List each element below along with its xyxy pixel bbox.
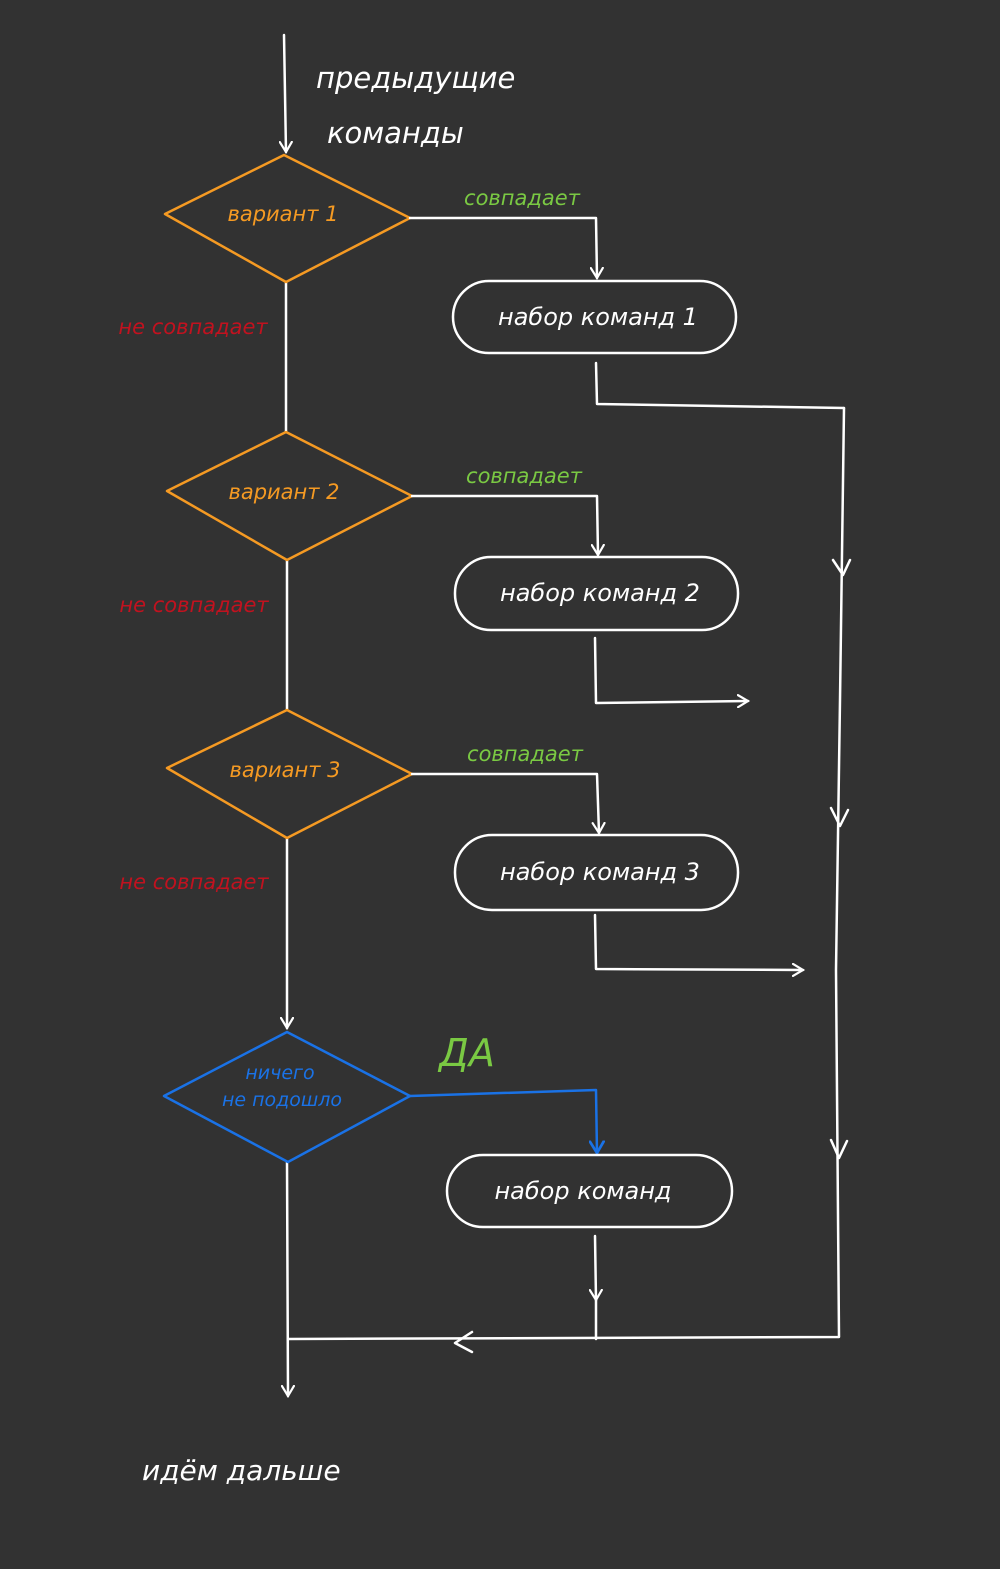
action-box-2 — [453, 555, 740, 632]
yes-label-2: совпадает — [466, 464, 583, 488]
decision-diamond-3 — [165, 708, 414, 840]
collector-arrow-3 — [829, 1138, 849, 1160]
yes-arrow-2 — [410, 494, 598, 555]
merge-line-1 — [594, 361, 846, 410]
default-yes-arrow — [408, 1088, 597, 1153]
bottom-merge-arrow — [453, 1330, 474, 1354]
default-down-arrow — [595, 1234, 596, 1300]
yes-arrow-3 — [410, 772, 599, 833]
action-label-1: набор команд 1 — [498, 303, 698, 331]
action-box-3 — [453, 833, 740, 912]
default-yes-label: ДА — [437, 1031, 495, 1075]
collector-arrow-2 — [829, 806, 850, 828]
exit-line — [287, 1160, 288, 1396]
default-diamond — [162, 1030, 412, 1164]
default-label-line2: не подошло — [222, 1089, 342, 1111]
action-box-1 — [451, 279, 738, 355]
yes-arrow-1 — [408, 216, 597, 278]
decision-diamond-1 — [163, 153, 412, 284]
start-label-line2: команды — [327, 116, 464, 150]
decision-diamond-2 — [165, 430, 414, 562]
collector-arrow-1 — [831, 558, 852, 577]
yes-label-3: совпадает — [467, 742, 584, 766]
entry-arrow — [284, 33, 286, 152]
default-label-line1: ничего — [245, 1062, 314, 1084]
no-label-2: не совпадает — [119, 593, 269, 617]
start-label-line1: предыдущие — [316, 61, 515, 95]
collector-line — [286, 406, 846, 1341]
decision-label-2: вариант 2 — [228, 480, 339, 504]
decision-label-1: вариант 1 — [227, 202, 338, 226]
action-box-default — [445, 1153, 734, 1229]
end-label: идём дальше — [142, 1454, 341, 1487]
action-label-2: набор команд 2 — [500, 579, 700, 607]
yes-label-1: совпадает — [464, 186, 581, 210]
merge-arrow-3 — [593, 913, 803, 970]
action-label-3: набор команд 3 — [500, 858, 700, 886]
merge-arrow-2 — [593, 636, 748, 703]
no-label-3: не совпадает — [119, 870, 269, 894]
action-label-default: набор команд — [494, 1177, 671, 1205]
decision-label-3: вариант 3 — [229, 758, 340, 782]
no-label-1: не совпадает — [118, 315, 268, 339]
